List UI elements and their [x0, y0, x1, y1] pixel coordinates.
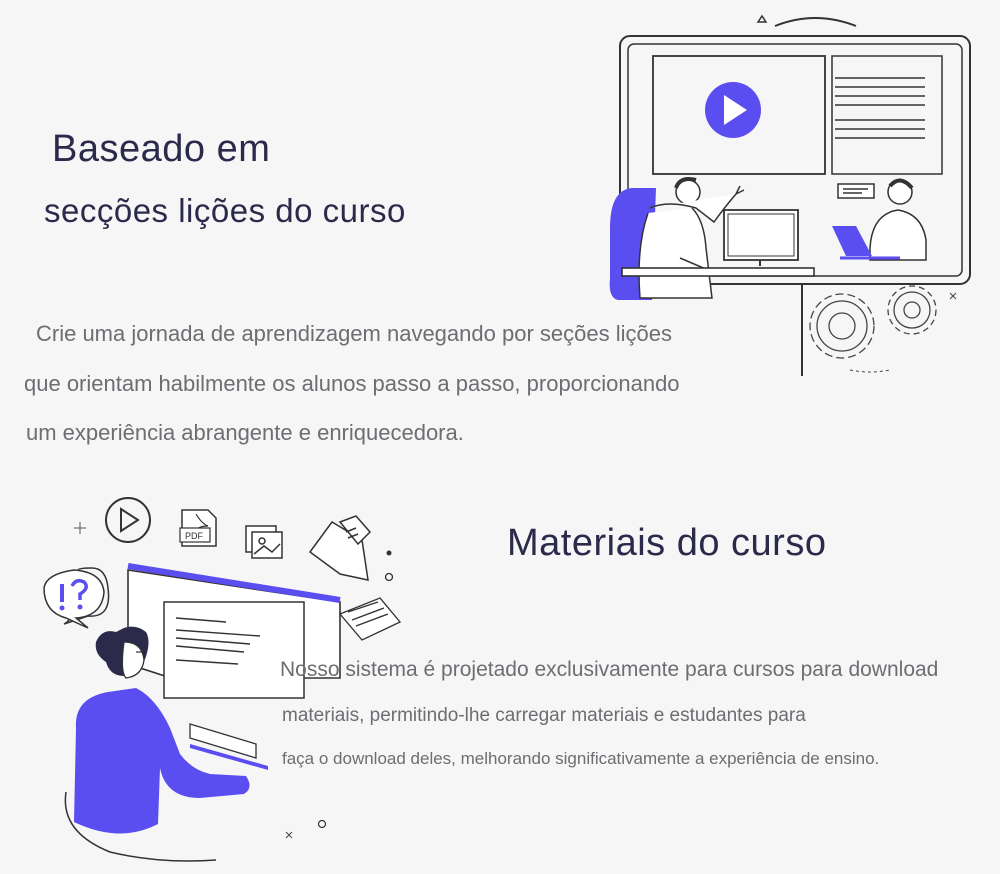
- video-file-icon: [105, 497, 151, 543]
- section1-paragraph-line1: Crie uma jornada de aprendizagem navegan…: [36, 321, 672, 346]
- folder-icon: [308, 515, 372, 581]
- question-bubble-icon: [43, 567, 110, 629]
- section2-paragraph-line1: Nosso sistema é projetado exclusivamente…: [280, 658, 939, 681]
- section1-title-line1: Baseado em: [52, 128, 271, 170]
- image-file-icon: [245, 525, 283, 559]
- section2-title: Materiais do curso: [507, 522, 827, 564]
- teacher-figure: [837, 178, 927, 261]
- person-figure: [74, 626, 250, 834]
- play-button-icon: [705, 82, 761, 138]
- section2-paragraph-line3: faça o download deles, melhorando signif…: [282, 749, 880, 768]
- online-class-illustration: [609, 14, 971, 376]
- gear-icon: [809, 285, 937, 359]
- course-materials-illustration: PDF: [43, 497, 402, 862]
- section1-paragraph-line3: um experiência abrangente e enriquecedor…: [26, 420, 464, 445]
- section1-title-line2: secções lições do curso: [44, 192, 406, 229]
- section1-paragraph-line2: que orientam habilmente os alunos passo …: [24, 371, 680, 396]
- pdf-file-icon: PDF: [179, 509, 217, 547]
- pdf-label: PDF: [185, 531, 204, 541]
- section2-paragraph-line2: materiais, permitindo-lhe carregar mater…: [282, 705, 806, 726]
